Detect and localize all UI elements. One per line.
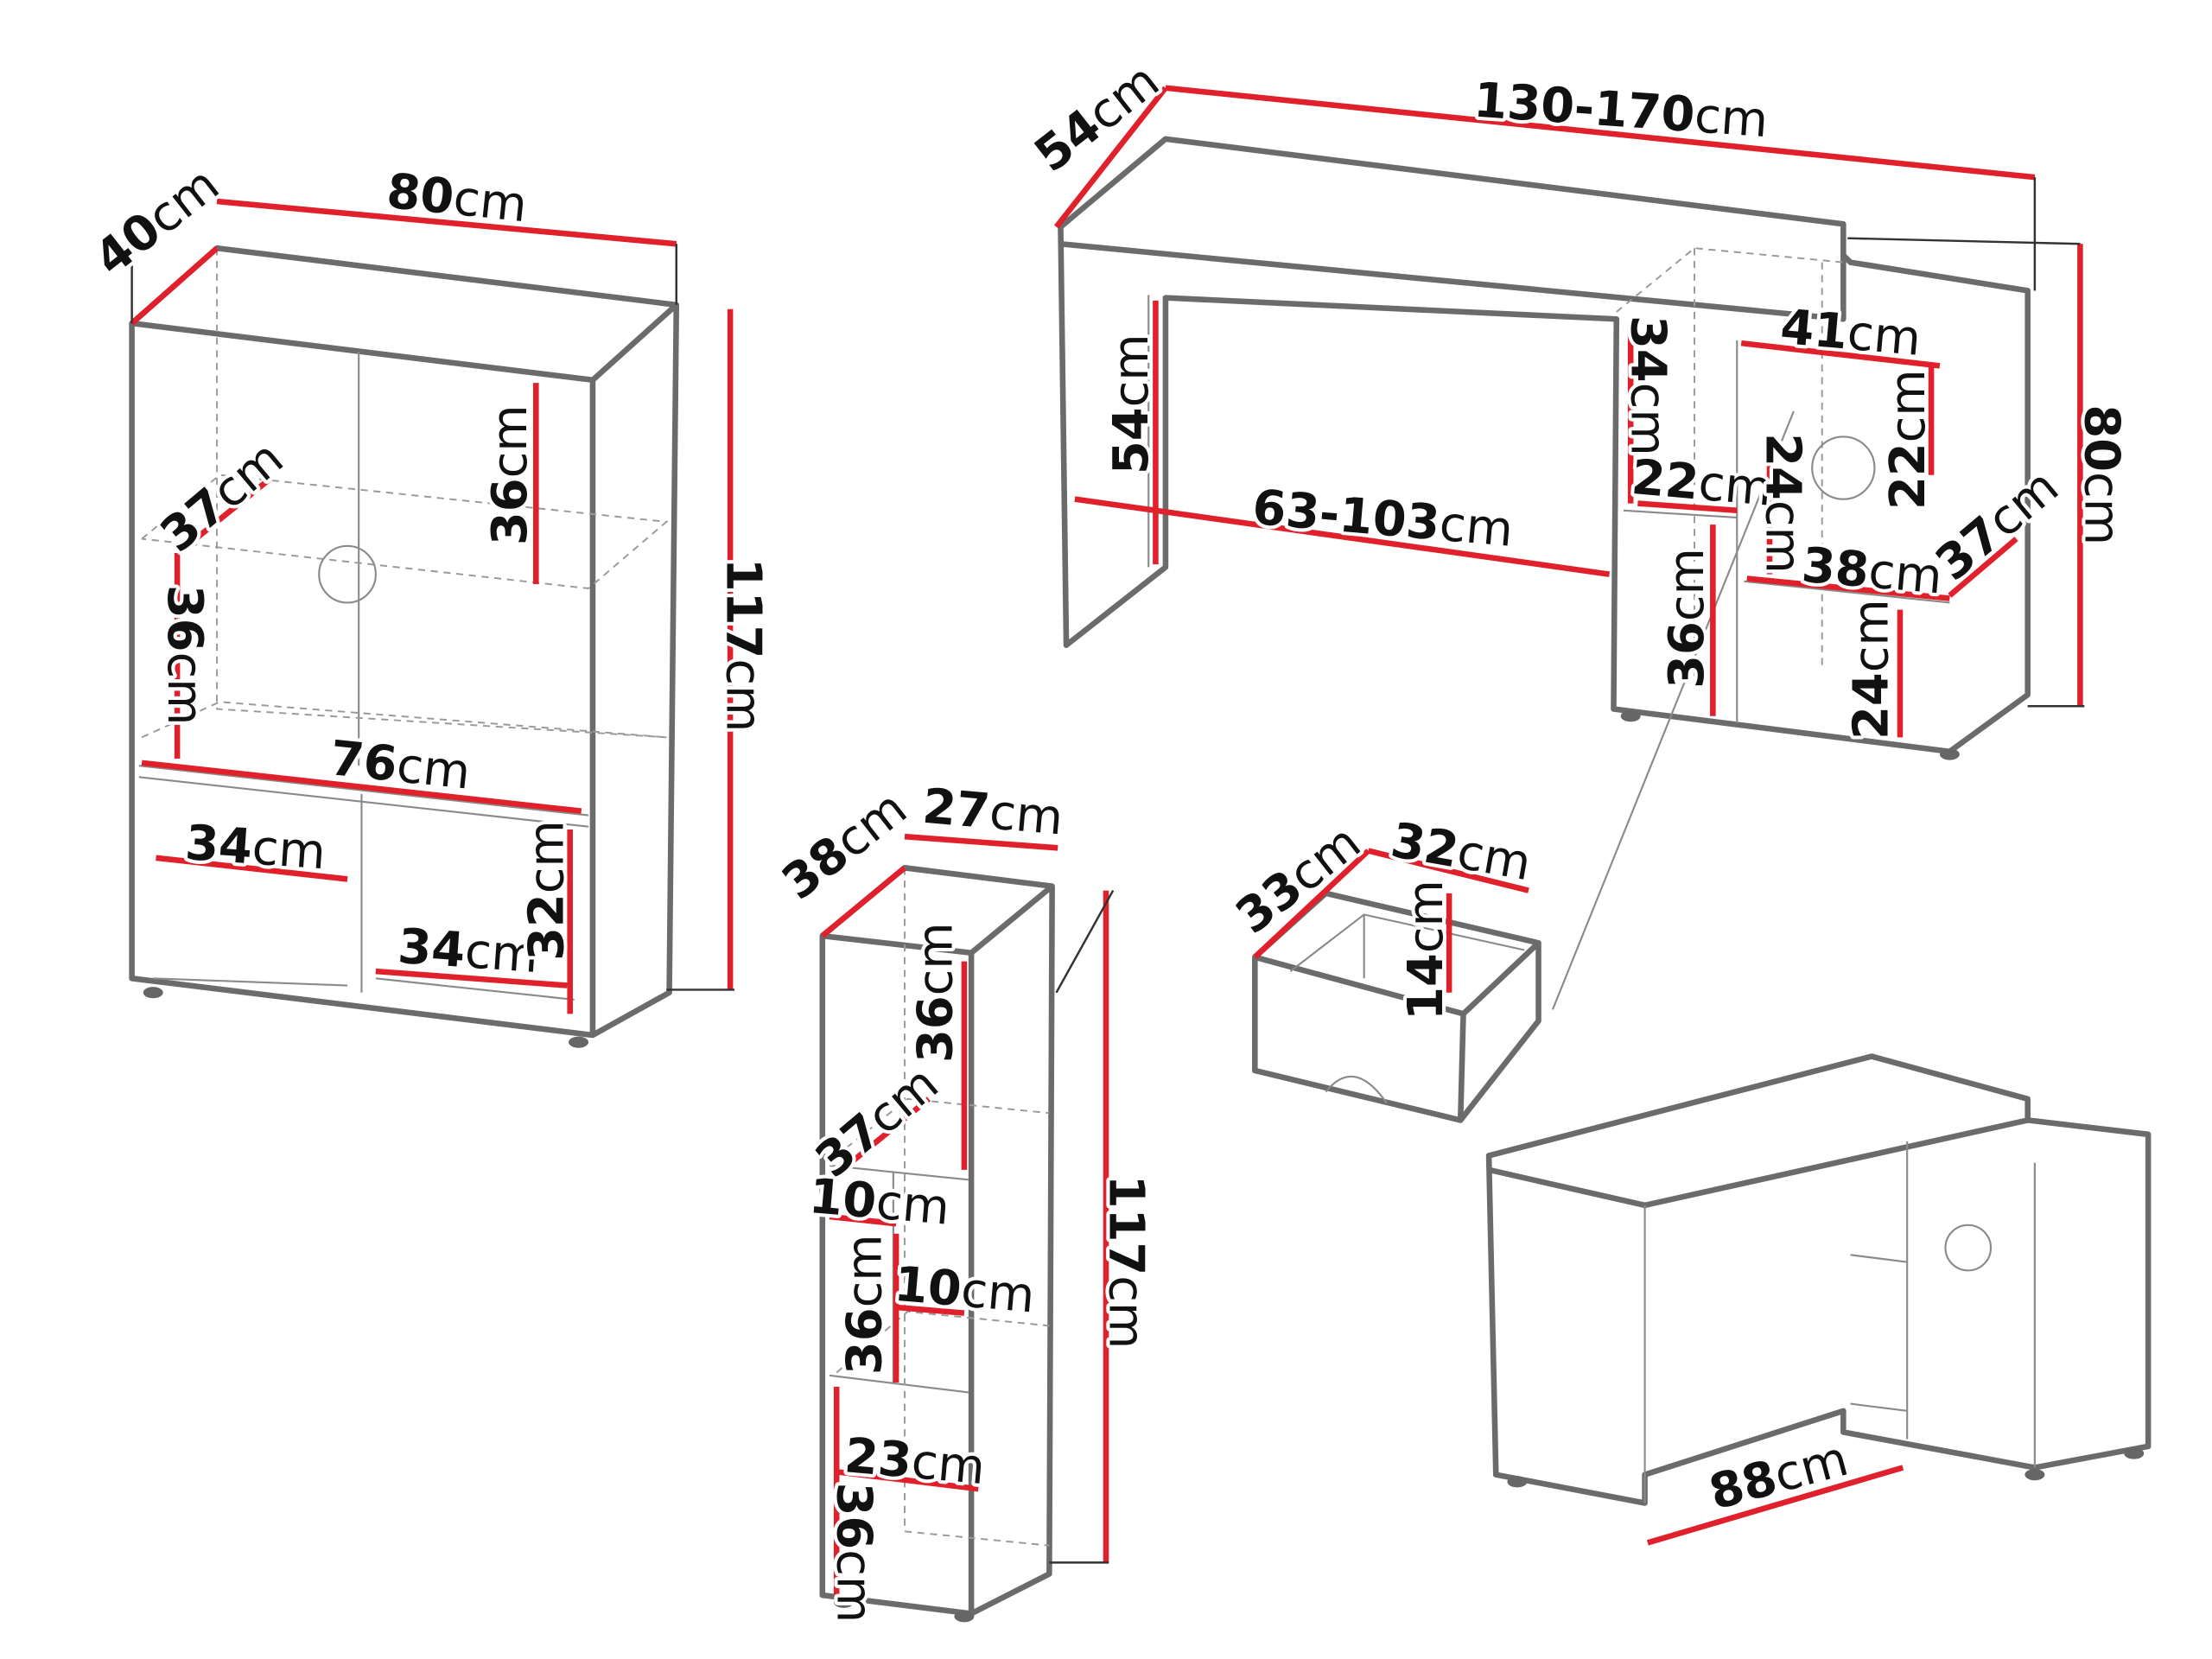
dimension-line [1948, 537, 2018, 598]
dimension-line [1165, 85, 2036, 181]
desk-dimension-label: 34cm [1619, 315, 1675, 456]
desk-dimension-label: 54cm [1103, 334, 1160, 474]
cabinet-dimension-label: 117cm [715, 558, 771, 732]
dimension-line [156, 855, 348, 882]
cabinet-dimension-label: 76cm [327, 730, 474, 801]
dimension-line [375, 968, 568, 988]
bookshelf-dimension-label: 10cm [807, 1168, 952, 1236]
desk-dimension-label: 37cm [1925, 459, 2069, 592]
bookshelf-dimension-label: 27cm [920, 779, 1065, 847]
dimension-lines [130, 85, 2085, 1596]
desk-dimension-label: 54cm [1025, 53, 1170, 183]
bookshelf-dimension-label: 23cm [842, 1427, 988, 1496]
dimension-line [1740, 340, 1941, 369]
dimension-line [1637, 500, 1738, 514]
drawer-dimension-label: 32cm [1387, 812, 1535, 892]
desk-dimension-label: 24cm [1754, 433, 1810, 574]
cabinet-dimension-label: 36cm [156, 585, 213, 726]
desk-dimension-label: 38cm [1800, 537, 1945, 606]
desk-dimension-label: 22cm [1880, 369, 1936, 510]
drawer-drawing [1252, 890, 1541, 1123]
cabinet-dimension-label: 34cm [183, 815, 327, 880]
dimension-line [1367, 848, 1529, 893]
dimension-line [130, 245, 219, 326]
dimension-line [1074, 496, 1611, 577]
bookshelf-dimension-label: 36cm [907, 922, 963, 1063]
bookshelf-dimension-label: 117cm [1098, 1175, 1154, 1349]
desk-dimension-label: 36cm [1659, 548, 1715, 689]
cabinet-dimension-label: 36cm [482, 404, 538, 545]
dimension-line [141, 760, 582, 814]
desk-dimension-label: 22cm [1630, 449, 1775, 518]
corner-desk-dimension-label: 88cm [1704, 1431, 1854, 1522]
desk-dimension-label: 24cm [1844, 599, 1900, 740]
cabinet-dimension-label: 40cm [85, 156, 230, 287]
dimension-line [216, 198, 677, 247]
drawer-dimension-label: 14cm [1398, 880, 1454, 1020]
dimension-line [904, 833, 1058, 851]
bookshelf-dimension-label: 38cm [772, 780, 918, 911]
corner-desk-drawing [1485, 1053, 2152, 1506]
cabinet-drawing [129, 245, 680, 1048]
dimension-line [829, 1213, 897, 1227]
dimension-line [1746, 575, 1950, 601]
dimension-line [1646, 1465, 1904, 1546]
extension-line [1055, 889, 1115, 994]
dimension-line [1053, 86, 1168, 229]
dimension-line [836, 1469, 979, 1492]
desk-drawing [1058, 136, 2031, 1010]
bookshelf-dimension-label: 36cm [836, 1234, 893, 1375]
dimension-line [849, 1096, 931, 1166]
dimension-line [194, 477, 271, 542]
dimension-line [1253, 849, 1370, 960]
cabinet-dimension-label: 37cm [150, 430, 294, 563]
extension-line [1847, 237, 2081, 245]
desk-dimension-label: 130-170cm [1472, 73, 1770, 149]
cabinet-dimension-label: 32cm [519, 820, 575, 961]
bookshelf-dimension-label: 36cm [825, 1483, 881, 1624]
desk-dimension-label: 80cm [2074, 404, 2130, 545]
desk-dimension-label: 41cm [1778, 299, 1923, 367]
bookshelf-dimension-label: 10cm [892, 1256, 1037, 1325]
dimension-line [895, 1304, 965, 1316]
cabinet-dimension-label: 80cm [384, 163, 530, 234]
dimension-line [820, 865, 907, 938]
desk-dimension-label: 63-103cm [1250, 480, 1516, 558]
cabinet-dimension-label: 34cm [396, 918, 540, 984]
